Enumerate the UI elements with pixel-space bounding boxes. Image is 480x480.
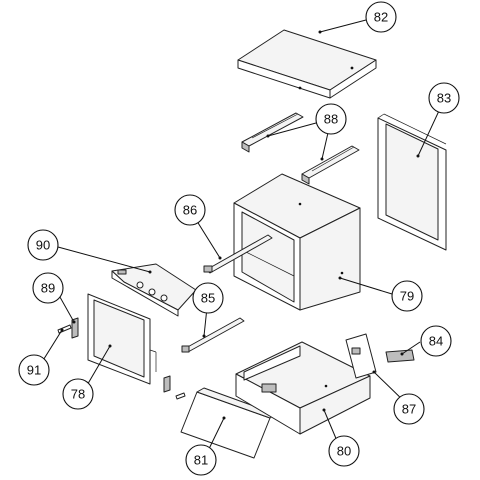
cross-bar-lower-part [181, 317, 245, 353]
pin-part [57, 324, 72, 334]
callout-88-label: 88 [324, 112, 338, 127]
main-cabinet-part [233, 173, 361, 311]
callout-86-label: 86 [183, 203, 197, 218]
clip-part [385, 349, 415, 363]
mounting-bracket-part [345, 333, 377, 379]
front-panel-part [180, 387, 277, 459]
callout-79-label: 79 [400, 289, 414, 304]
side-door-part [87, 293, 157, 385]
callout-89: 89 [32, 272, 64, 304]
callout-91-label: 91 [27, 363, 41, 378]
slide-rail-left-part [241, 112, 304, 153]
callout-85-label: 85 [201, 291, 215, 306]
callout-87: 87 [393, 393, 425, 425]
hinge-part [163, 375, 186, 400]
callout-90: 90 [27, 229, 59, 261]
slide-rail-right-part [301, 145, 360, 185]
callout-82: 82 [365, 1, 397, 33]
callout-85: 85 [192, 282, 224, 314]
callout-89-label: 89 [41, 281, 55, 296]
callout-79: 79 [391, 280, 423, 312]
callout-84: 84 [420, 325, 452, 357]
top-cover-part [237, 29, 377, 99]
callout-83-label: 83 [437, 91, 451, 106]
callout-87-label: 87 [402, 402, 416, 417]
callout-78-label: 78 [71, 387, 85, 402]
callout-90-label: 90 [36, 238, 50, 253]
callout-83: 83 [428, 82, 460, 114]
control-panel-part [111, 263, 197, 317]
callout-78: 78 [62, 378, 94, 410]
base-tray-part [235, 341, 371, 435]
callout-86: 86 [174, 194, 206, 226]
callout-82-label: 82 [374, 10, 388, 25]
callout-80-label: 80 [337, 444, 351, 459]
callout-88: 88 [315, 103, 347, 135]
callout-80: 80 [328, 435, 360, 467]
callout-91: 91 [18, 354, 50, 386]
cross-bar-upper-part [203, 234, 273, 274]
callout-84-label: 84 [429, 334, 443, 349]
callout-81: 81 [185, 444, 217, 476]
callout-81-label: 81 [194, 453, 208, 468]
back-panel-part [377, 113, 447, 251]
